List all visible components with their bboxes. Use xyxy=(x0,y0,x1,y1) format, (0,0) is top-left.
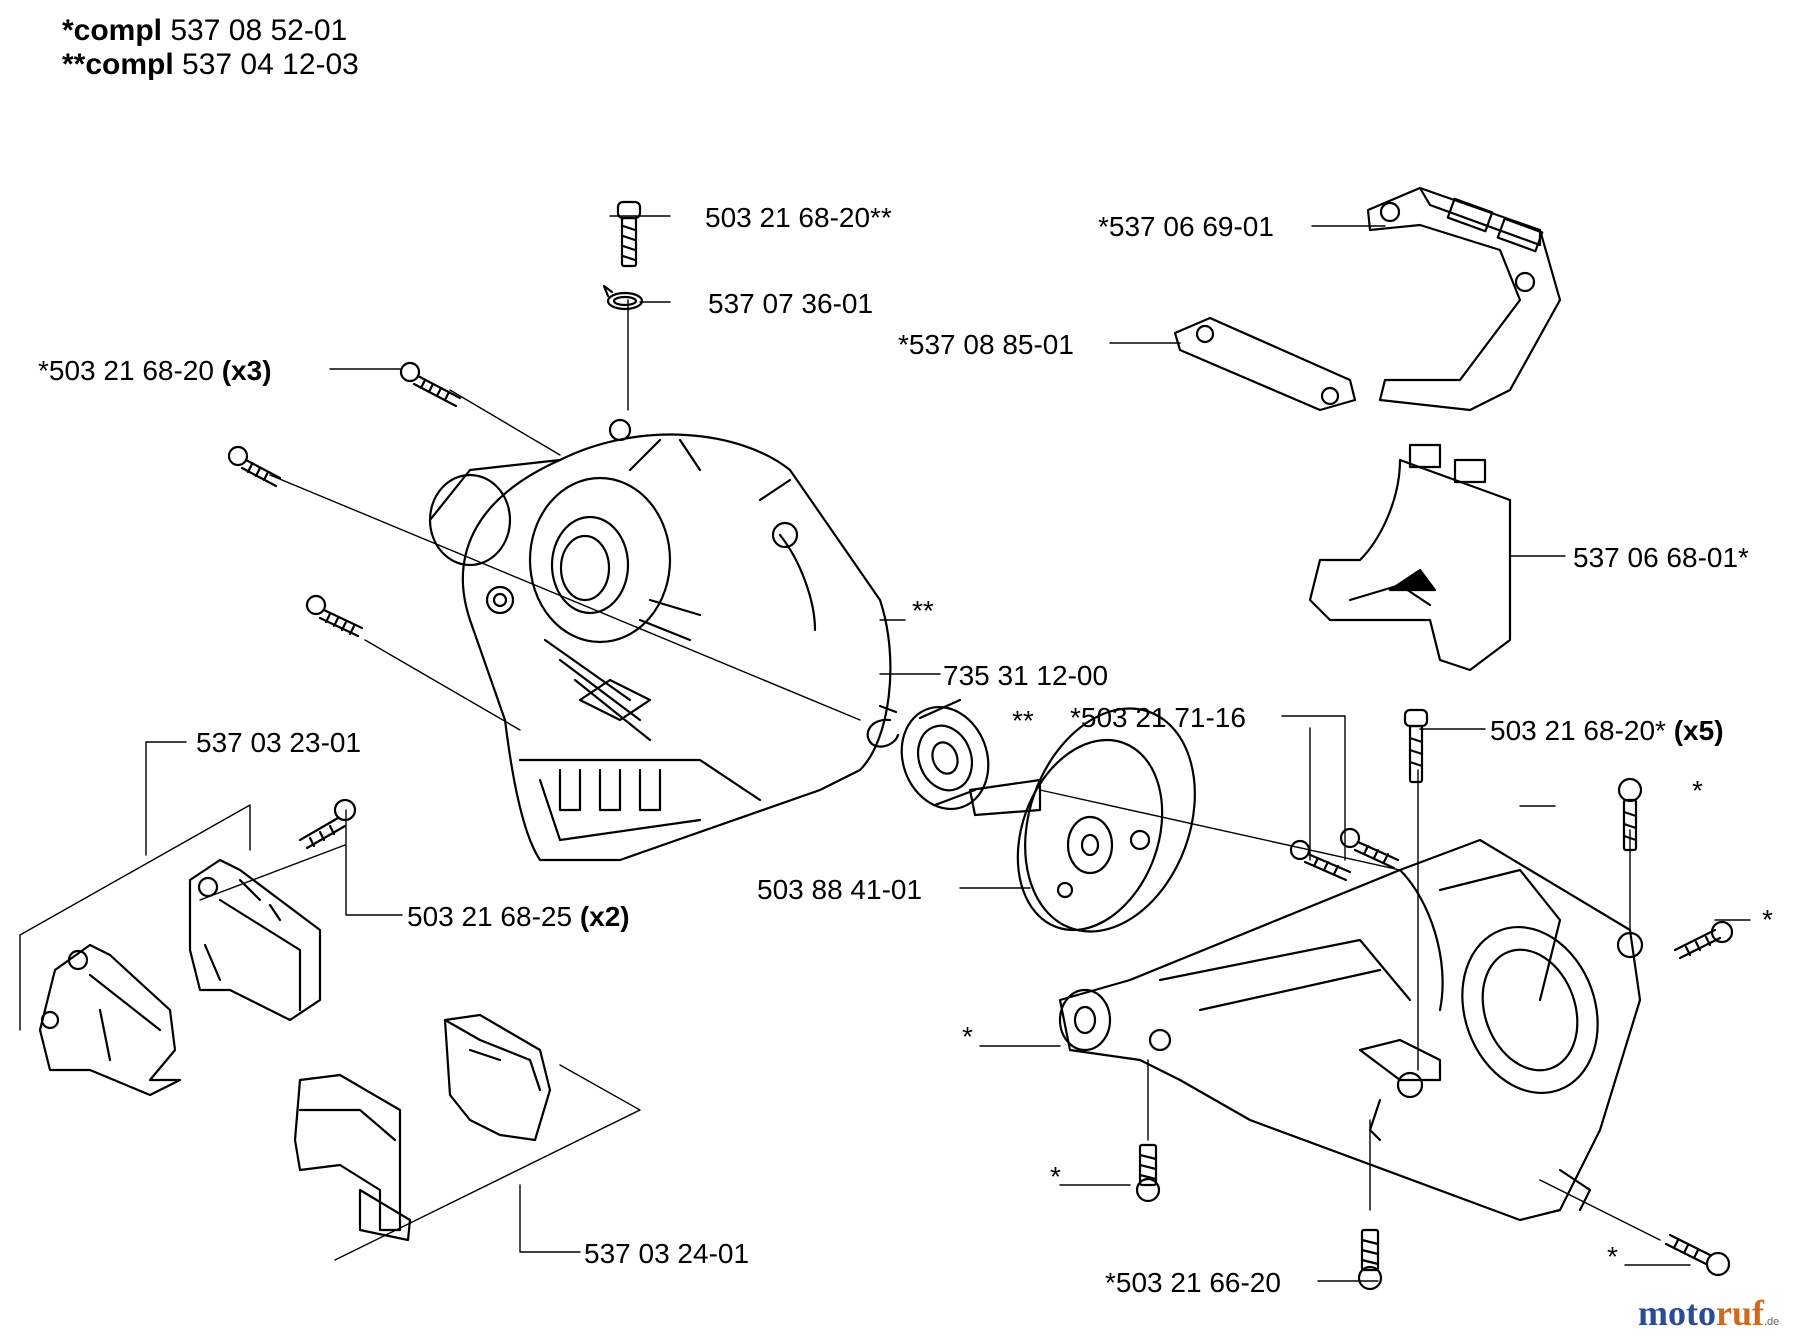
bolt-x5-b xyxy=(1617,777,1643,852)
callout-housing-mark: ** xyxy=(912,595,934,626)
callout-part-537032301: 537 03 23-01 xyxy=(196,727,361,758)
half-shell-right-part xyxy=(443,1013,552,1142)
bolt-star-b xyxy=(1673,920,1734,960)
callout-bolts-x5-qty: (x5) xyxy=(1674,715,1724,746)
callout-star-a: * xyxy=(1692,775,1703,806)
callout-star-e: * xyxy=(1607,1241,1618,1272)
fan-housing-part xyxy=(428,418,892,862)
bolt-x3-c xyxy=(305,594,364,638)
header-line-1-number: 537 08 52-01 xyxy=(170,14,348,47)
callout-star-c: * xyxy=(962,1021,973,1052)
callout-star-b: * xyxy=(1762,904,1773,935)
bolt-x5-a xyxy=(1403,708,1429,784)
callout-bolts-x5: 503 21 68-20* (x5) xyxy=(1490,715,1724,746)
callout-bolts-x2-qty: (x2) xyxy=(580,901,630,932)
header-line-1-prefix: *compl xyxy=(62,14,163,47)
sleeve-537032301-part xyxy=(188,858,322,1022)
callout-bolts-x3-number: *503 21 68-20 xyxy=(38,355,214,386)
callout-bearing-mark: ** xyxy=(1012,705,1034,736)
callout-bolts-x3: *503 21 68-20 (x3) xyxy=(38,355,272,386)
bolt-star-e xyxy=(1664,1233,1731,1277)
bolt-7116-b xyxy=(1339,827,1400,870)
bearing-part xyxy=(900,698,990,811)
header-line-2-number: 537 04 12-03 xyxy=(182,48,359,81)
half-shell-left-part xyxy=(293,1073,412,1242)
bolt-bottom-part xyxy=(1357,1228,1383,1291)
callout-crank-wheel: 503 88 41-01 xyxy=(757,874,922,905)
upper-cover-part xyxy=(1366,186,1562,412)
callout-clip-top: 537 07 36-01 xyxy=(708,288,873,319)
crank-wheel-part xyxy=(968,707,1196,933)
callout-bolts-x5-number: 503 21 68-20* xyxy=(1490,715,1666,746)
watermark-logo: motoruf.de xyxy=(1638,1292,1779,1334)
callout-bolt-bottom: *503 21 66-20 xyxy=(1105,1267,1281,1298)
bolt-x2-part xyxy=(298,798,357,850)
callout-bolts-x2: 503 21 68-25 (x2) xyxy=(407,901,630,932)
callout-bolts-7116: *503 21 71-16 xyxy=(1070,702,1246,733)
callout-gasket: *537 08 85-01 xyxy=(898,329,1074,360)
callout-lower-cover: 537 06 68-01* xyxy=(1573,542,1749,573)
watermark-part-1: moto xyxy=(1638,1293,1716,1333)
clip-ring-part xyxy=(602,284,644,311)
callout-bolts-x3-qty: (x3) xyxy=(222,355,272,386)
callout-bolts-x2-number: 503 21 68-25 xyxy=(407,901,572,932)
header-line-1: *compl 537 08 52-01 xyxy=(62,14,347,48)
callout-retaining-ring: 735 31 12-00 xyxy=(943,660,1108,691)
callout-upper-cover: *537 06 69-01 xyxy=(1098,211,1274,242)
cylinder-guide-part xyxy=(38,943,182,1097)
crankcase-part xyxy=(1058,838,1644,1222)
bolt-x3-a xyxy=(399,361,462,408)
lower-cover-part xyxy=(1308,443,1512,672)
watermark-suffix: .de xyxy=(1763,1316,1780,1328)
header-line-2-prefix: **compl xyxy=(62,48,174,81)
header-line-2: **compl 537 04 12-03 xyxy=(62,48,359,82)
top-bolt-part xyxy=(616,200,642,268)
retaining-ring-part xyxy=(866,704,900,748)
watermark-part-2: ruf xyxy=(1715,1293,1764,1333)
callout-part-537032401: 537 03 24-01 xyxy=(584,1238,749,1269)
callout-star-d: * xyxy=(1050,1161,1061,1192)
bolt-star-c xyxy=(1135,1143,1161,1203)
bolt-7116-a xyxy=(1289,839,1352,882)
bolt-x3-b xyxy=(227,445,282,488)
gasket-part xyxy=(1173,316,1357,412)
callout-bolt-top: 503 21 68-20** xyxy=(705,202,892,233)
